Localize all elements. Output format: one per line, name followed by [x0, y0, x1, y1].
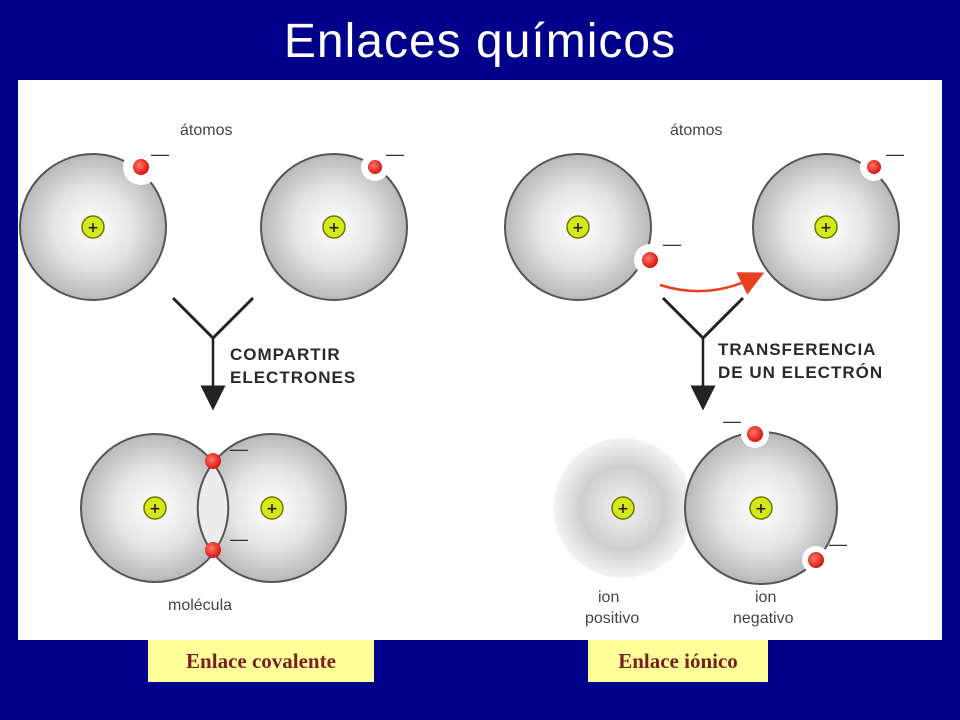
covalent-atom-left: +	[19, 153, 167, 301]
nucleus-plus: +	[328, 220, 340, 236]
ionic-caption: Enlace iónico	[588, 640, 768, 682]
electron-charge: —	[230, 529, 248, 549]
ionic-atom-right: +	[752, 153, 900, 301]
nucleus-plus: +	[266, 501, 278, 517]
electron-charge: —	[663, 234, 681, 254]
positive-ion-icon	[553, 438, 693, 578]
ionic-process-line1: TRANSFERENCIA	[718, 340, 876, 359]
ionic-process-line2: DE UN ELECTRÓN	[718, 363, 883, 382]
covalent-atoms-label: átomos	[180, 122, 232, 139]
nucleus-plus: +	[755, 501, 767, 517]
electron-icon	[642, 252, 658, 268]
nucleus-icon	[322, 215, 346, 239]
electron-icon	[368, 160, 382, 174]
nucleus-plus: +	[87, 220, 99, 236]
electron-charge: —	[829, 534, 847, 554]
ionic-merge-arrow	[661, 296, 745, 411]
ionic-atom-left: +	[504, 153, 652, 301]
bond-diagram: átomos + — + — COMPARTIR ELECTRONES	[19, 122, 904, 627]
nucleus-plus: +	[617, 501, 629, 517]
electron-charge: —	[886, 144, 904, 164]
positive-ion-label-line2: positivo	[585, 610, 639, 627]
shared-electron-icon	[205, 542, 221, 558]
electron-charge: —	[230, 439, 248, 459]
covalent-atom-right: +	[260, 153, 408, 301]
diagram-panel: átomos + — + — COMPARTIR ELECTRONES	[18, 80, 942, 640]
nucleus-plus: +	[572, 220, 584, 236]
nucleus-plus: +	[149, 501, 161, 517]
covalent-process-line2: ELECTRONES	[230, 368, 356, 387]
negative-ion-label-line2: negativo	[733, 610, 794, 627]
molecule-label: molécula	[168, 597, 232, 614]
covalent-process-line1: COMPARTIR	[230, 345, 341, 364]
electron-icon	[747, 426, 763, 442]
ionic-atoms-label: átomos	[670, 122, 722, 139]
nucleus-icon	[566, 215, 590, 239]
slide-title: Enlaces químicos	[283, 15, 677, 68]
covalent-merge-arrow	[171, 296, 255, 411]
electron-charge: —	[723, 411, 741, 431]
electron-icon	[867, 160, 881, 174]
positive-ion-label-line1: ion	[598, 589, 619, 606]
transfer-arrow-icon	[659, 272, 765, 295]
nucleus-plus: +	[820, 220, 832, 236]
nucleus-icon	[81, 215, 105, 239]
negative-ion-label-line1: ion	[755, 589, 776, 606]
shared-electron-icon	[205, 453, 221, 469]
electron-icon	[133, 159, 149, 175]
covalent-caption: Enlace covalente	[148, 640, 374, 682]
molecule-icon	[80, 433, 347, 583]
electron-charge: —	[151, 144, 169, 164]
electron-charge: —	[386, 144, 404, 164]
electron-icon	[808, 552, 824, 568]
nucleus-icon	[814, 215, 838, 239]
